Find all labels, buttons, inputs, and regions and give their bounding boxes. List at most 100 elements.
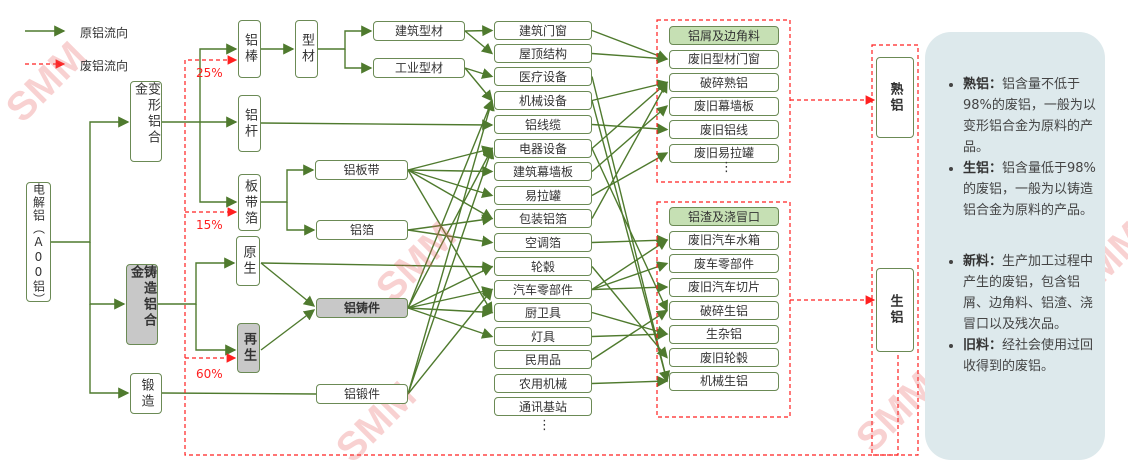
source-electrolytic-aluminum: 电解铝（A00铝） [26, 182, 51, 306]
flow-line [464, 25, 494, 37]
flow-line [591, 266, 668, 359]
scrap-item: 废旧汽车切片 [669, 277, 779, 297]
definitions-panel: 熟铝：铝含量不低于98%的废铝，一般为以变形铝合金为原料的产品。 生铝：铝含量低… [925, 32, 1105, 460]
flow-line [407, 169, 493, 314]
sheet-strip-foil-box: 板带箔 [238, 174, 261, 231]
product-item: 厨卫具 [494, 303, 592, 322]
note-wrought-scrap: 熟铝：铝含量不低于98%的废铝，一般为以变形铝合金为原料的产品。 [963, 74, 1097, 158]
primary-box: 原生 [236, 236, 260, 286]
flow-line [591, 234, 669, 246]
flow-line [199, 43, 238, 122]
legend-scrap-label: 废铝流向 [80, 59, 129, 73]
product-item: 通讯基站 [494, 397, 592, 416]
flow-line [407, 214, 494, 231]
flow-line [464, 67, 494, 79]
flow-line [260, 261, 494, 273]
product-item: 空调箔 [494, 233, 592, 252]
note-old-scrap: 旧料：经社会使用过回收得到的废铝。 [963, 335, 1097, 377]
flow-line [591, 52, 669, 64]
flow-line [260, 119, 494, 131]
flow-line [407, 229, 494, 247]
flow-line [407, 286, 494, 309]
note-new-scrap: 新料：生产加工过程中产生的废铝，包含铝屑、边角料、铝渣、浇冒口以及残次品。 [963, 251, 1097, 335]
flow-line [591, 281, 669, 293]
industrial-profile-box: 工业型材 [373, 58, 465, 78]
wrought-scrap-group [656, 19, 791, 183]
product-item: 轮毂 [494, 257, 592, 276]
flow-line [51, 116, 130, 243]
flow-line [407, 169, 494, 220]
products-ellipsis: ⋮ [538, 418, 551, 433]
scrap-item: 废旧易拉罐 [669, 143, 779, 163]
building-profile-box: 建筑型材 [373, 21, 465, 41]
aluminum-wire-rod-box: 铝杆 [238, 95, 261, 152]
cast-alloy-box: 铸造铝合金 [126, 264, 158, 345]
flow-line [195, 304, 237, 356]
flow-line [591, 79, 669, 102]
scrap_cast-header: 铝渣及浇冒口 [669, 207, 779, 226]
wrought-scrap-ellipsis: ⋮ [720, 160, 733, 175]
flow-line [407, 147, 495, 395]
flow-line [464, 67, 493, 102]
legend-primary-label: 原铝流向 [80, 26, 129, 40]
secondary-scrap-percentage: 60% [196, 367, 223, 381]
flow-line [591, 123, 669, 135]
product-item: 铝线缆 [494, 115, 592, 134]
flow-line [407, 165, 494, 177]
wrought-alloy-box: 变形铝合金 [130, 81, 162, 162]
flow-line [407, 147, 493, 309]
flow-line [260, 309, 316, 351]
scrap-return-line [184, 55, 899, 456]
flow-line [344, 49, 373, 74]
product-item: 医疗设备 [494, 67, 592, 86]
product-item: 建筑幕墙板 [494, 162, 592, 181]
scrap-output-group [871, 44, 919, 456]
flow-line [591, 29, 669, 61]
product-item: 建筑门窗 [494, 21, 592, 40]
flow-line [591, 239, 669, 291]
flow-line [407, 307, 494, 339]
flow-line [161, 392, 317, 395]
scrap-item: 生杂铝 [669, 324, 779, 344]
flow-line [89, 242, 126, 310]
cast-scrap-group [656, 201, 791, 418]
flow-line [260, 262, 316, 307]
flow-line [158, 257, 236, 305]
flow-line [407, 306, 494, 318]
product-item: 电器设备 [494, 139, 592, 158]
flow-line [407, 288, 493, 395]
flow-line [591, 261, 669, 291]
product-item: 包装铝箔 [494, 209, 592, 228]
flow-line [261, 164, 315, 203]
profile-box: 型材 [295, 20, 318, 78]
foil-box: 铝箔 [316, 220, 408, 240]
flow-line [591, 152, 669, 197]
scrap-item: 废旧幕墙板 [669, 96, 779, 116]
flow-line [407, 99, 495, 395]
flow-line [407, 265, 494, 309]
flow-line [591, 81, 668, 219]
product-item: 农用机械 [494, 374, 592, 393]
flow-line [407, 99, 494, 309]
rod-scrap-percentage: 25% [196, 66, 223, 80]
scrap-item: 机械生铝 [669, 371, 779, 391]
flow-line [89, 304, 130, 399]
product-item: 民用品 [494, 350, 592, 369]
sheet-strip-box: 铝板带 [315, 160, 408, 180]
forging-parts-box: 铝锻件 [316, 384, 408, 404]
scrap-item: 废旧型材门窗 [669, 49, 779, 69]
flow-line [591, 309, 669, 361]
scrap-item: 废旧轮毂 [669, 348, 779, 367]
product-item: 机械设备 [494, 91, 592, 110]
casting-box: 铝铸件 [316, 298, 408, 318]
product-item: 灯具 [494, 327, 592, 346]
product-item: 屋顶结构 [494, 44, 592, 63]
flow-line [199, 122, 238, 208]
scrap-item: 废旧汽车水箱 [669, 230, 779, 250]
scrap-item: 破碎生铝 [669, 301, 779, 320]
wrought-scrap-output-box: 熟铝 [876, 57, 914, 138]
note-cast-scrap: 生铝：铝含量低于98%的废铝，一般为以铸造铝合金为原料的产品。 [963, 158, 1097, 221]
cast-scrap-output-box: 生铝 [876, 268, 914, 352]
